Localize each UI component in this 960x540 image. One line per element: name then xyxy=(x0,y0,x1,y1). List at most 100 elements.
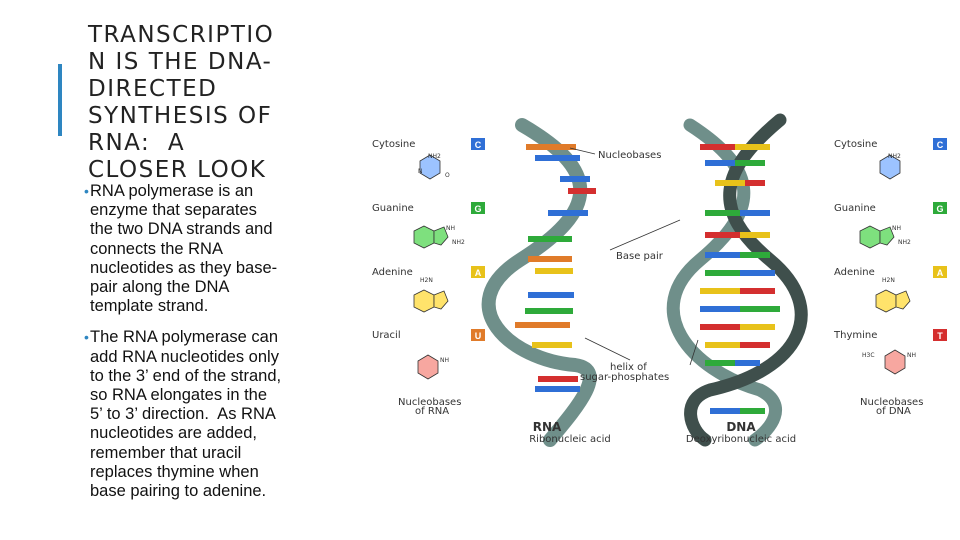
base-name-label: Adenine xyxy=(372,267,413,278)
base-letter-box xyxy=(933,138,947,150)
caption-line: Nucleobases xyxy=(398,397,461,408)
base-letter-box xyxy=(471,329,485,341)
bullet-line: 5’ to 3’ direction. As RNA xyxy=(90,405,276,424)
bullet-line: The RNA polymerase can xyxy=(90,328,279,347)
title-line: RNA: A xyxy=(88,130,186,156)
rna-base-stick xyxy=(535,155,580,161)
rna-sublabel: Ribonucleic acid xyxy=(529,434,611,445)
base-letter: T xyxy=(937,331,943,341)
chem-label: NH xyxy=(446,225,455,232)
bullet-marker: • xyxy=(84,329,89,346)
base-letter: U xyxy=(475,331,482,341)
base-letter: G xyxy=(474,204,481,214)
base-name-label: Cytosine xyxy=(372,139,415,150)
callout-line xyxy=(569,147,596,155)
base-letter: G xyxy=(936,204,943,214)
rna-strand xyxy=(481,118,597,447)
adenine-molecule-icon xyxy=(413,289,435,313)
dna-base-pair xyxy=(700,306,740,312)
chem-label: H2N xyxy=(420,277,433,284)
rna-base-stick xyxy=(528,256,572,262)
dna-base-pair xyxy=(705,160,735,166)
thymine-molecule-icon xyxy=(884,349,906,375)
base-name-label: Guanine xyxy=(834,203,876,214)
callout-basepair: Base pair xyxy=(616,251,664,262)
base-letter-box xyxy=(933,266,947,278)
base-letter-box xyxy=(471,138,485,150)
rna-bases-column: Cytosine C NH2 N O Guanine G NH NH2 Aden… xyxy=(372,138,485,417)
bullet-line: pair along the DNA xyxy=(90,278,230,297)
callout-nucleobases: Nucleobases xyxy=(598,150,661,161)
rna-base-stick xyxy=(535,386,580,392)
rna-base-stick xyxy=(532,342,572,348)
chem-label: NH2 xyxy=(898,239,911,246)
dna-base-pair xyxy=(735,160,765,166)
base-letter-box xyxy=(933,202,947,214)
chem-label: H2N xyxy=(882,277,895,284)
dna-base-pair xyxy=(700,324,740,330)
title-line: DIRECTED xyxy=(88,76,218,102)
title-line: TRANSCRIPTIO xyxy=(88,22,275,48)
base-letter-box xyxy=(933,329,947,341)
bullet-line: base pairing to adenine. xyxy=(90,482,267,501)
rna-base-stick xyxy=(548,210,588,216)
rna-base-stick xyxy=(535,268,573,274)
slide-title: TRANSCRIPTIO N IS THE DNA- DIRECTED SYNT… xyxy=(88,22,338,184)
bullet-item: • The RNA polymerase can add RNA nucleot… xyxy=(84,328,334,501)
rna-base-stick xyxy=(568,188,596,194)
dna-sublabel: Deoxyribonucleic acid xyxy=(686,434,796,445)
dna-base-pair xyxy=(740,270,775,276)
guanine-ring-icon xyxy=(433,226,449,246)
guanine-ring-icon xyxy=(879,226,895,246)
caption-line: of RNA xyxy=(415,406,449,417)
dna-base-pair xyxy=(700,288,740,294)
title-line: SYNTHESIS OF xyxy=(88,103,273,129)
base-name-label: Uracil xyxy=(372,330,401,341)
title-line: CLOSER LOOK xyxy=(88,157,267,183)
title-line: N IS THE DNA- xyxy=(88,49,273,75)
cytosine-molecule-icon xyxy=(419,154,441,180)
dna-base-pair xyxy=(705,210,740,216)
rna-base-stick xyxy=(525,308,573,314)
caption-line: of DNA xyxy=(876,406,911,417)
base-letter-box xyxy=(471,266,485,278)
base-letter: C xyxy=(937,140,944,150)
cytosine-molecule-icon xyxy=(879,154,901,180)
adenine-ring-icon xyxy=(433,290,449,310)
callout-helix-line: helix of xyxy=(610,362,647,373)
rna-base-sticks xyxy=(515,144,596,392)
chem-label: NH xyxy=(892,225,901,232)
chem-label: NH2 xyxy=(428,153,441,160)
bullet-line: connects the RNA xyxy=(90,239,223,258)
bullet-line: to the 3’ end of the strand, xyxy=(90,366,282,385)
uracil-molecule-icon xyxy=(417,354,439,380)
dna-base-pair xyxy=(740,210,770,216)
dna-base-pair xyxy=(740,342,770,348)
chem-label: H3C xyxy=(862,352,875,359)
chem-label: N xyxy=(418,168,423,175)
dna-base-pair xyxy=(705,360,735,366)
callout-line xyxy=(584,337,631,361)
callout-helix-line: sugar-phosphates xyxy=(580,372,669,383)
base-name-label: Adenine xyxy=(834,267,875,278)
rna-dna-figure: Cytosine C NH2 N O Guanine G NH NH2 Aden… xyxy=(372,113,947,447)
chem-label: NH xyxy=(440,357,449,364)
dna-base-pair xyxy=(705,252,740,258)
callout-line xyxy=(689,339,699,366)
adenine-molecule-icon xyxy=(875,289,897,313)
dna-base-pair xyxy=(735,360,760,366)
figure-callouts: Nucleobases Base pair helix of sugar-pho… xyxy=(569,147,699,383)
dna-double-helix xyxy=(666,113,808,447)
bullet-line: enzyme that separates xyxy=(90,201,257,220)
dna-base-pair xyxy=(740,252,770,258)
bullet-line: replaces thymine when xyxy=(90,462,259,481)
bullet-marker: • xyxy=(84,183,89,199)
dna-label: DNA xyxy=(726,420,756,434)
dna-bases-column: Cytosine C NH2 Guanine G NH NH2 Adenine … xyxy=(833,138,947,417)
base-letter-box xyxy=(471,202,485,214)
bullet-line: add RNA nucleotides only xyxy=(90,347,279,366)
chem-label: O xyxy=(445,172,450,179)
bullet-line: so RNA elongates in the xyxy=(90,386,268,405)
chem-label: NH2 xyxy=(452,239,465,246)
rna-base-stick xyxy=(528,236,572,242)
